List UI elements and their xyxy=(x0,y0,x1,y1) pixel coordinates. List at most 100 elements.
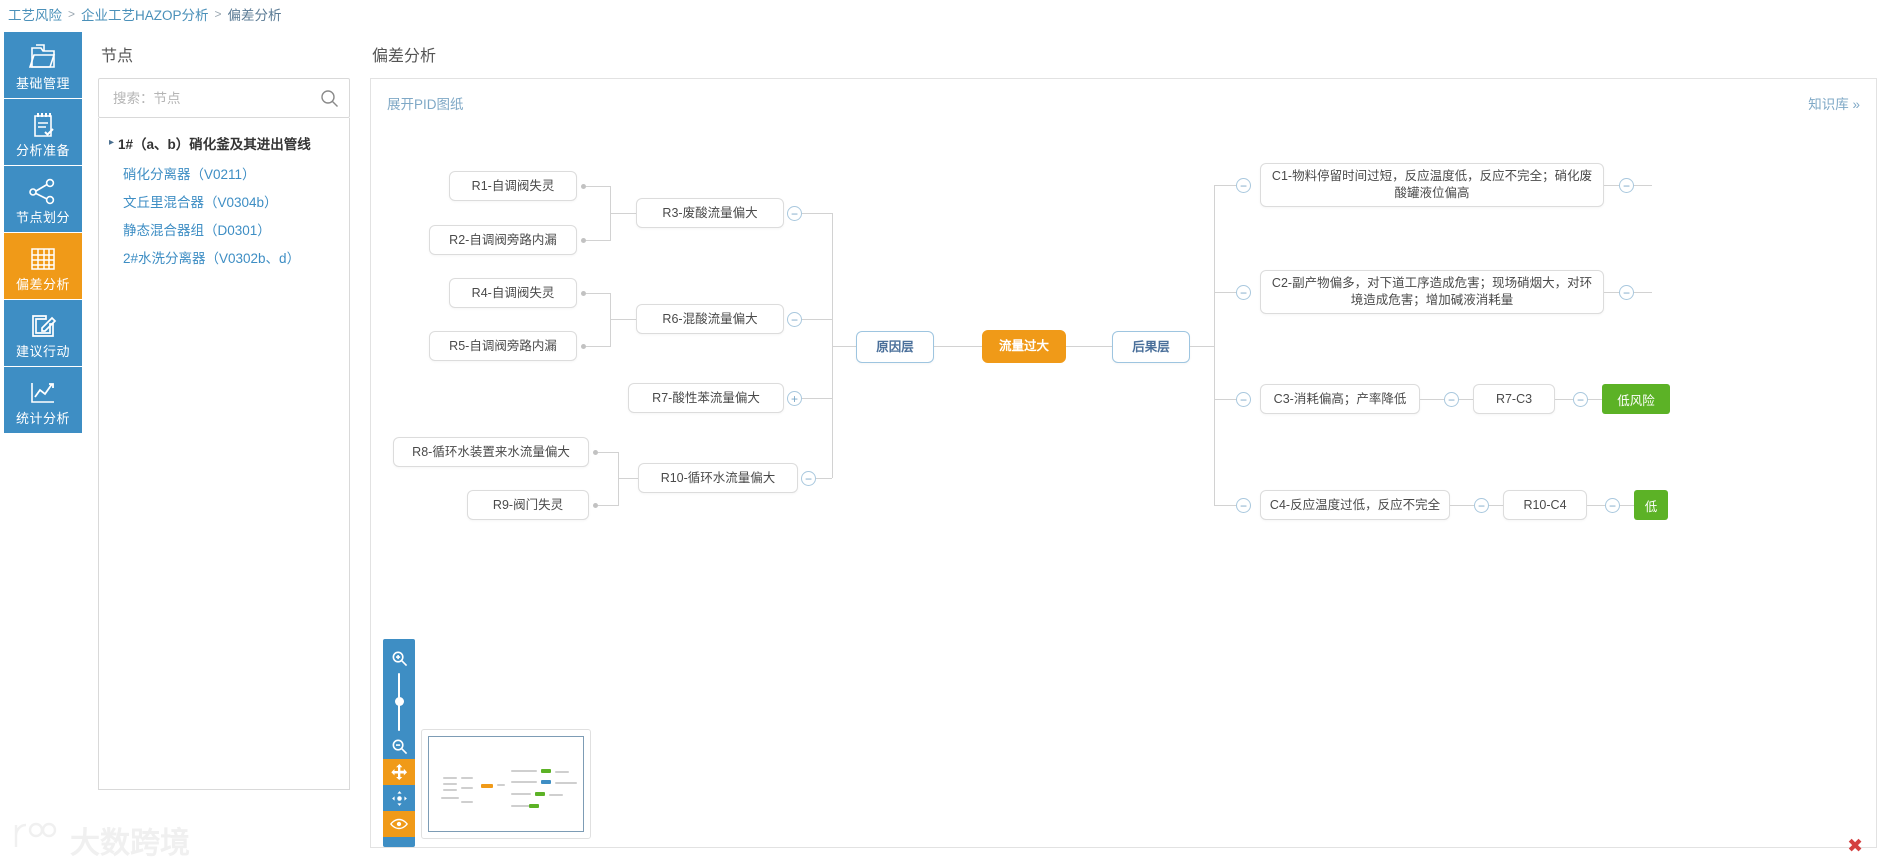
tree-item-1[interactable]: 文丘里混合器（V0304b） xyxy=(123,195,278,210)
diagram-node-cause-layer[interactable]: 原因层 xyxy=(856,331,934,363)
collapse-toggle-C4-measure[interactable]: − xyxy=(1474,498,1489,513)
sidebar-item-suggested-actions[interactable]: 建议行动 xyxy=(4,300,82,366)
node-panel: 节点 ▸ 1#（a、b）硝化釜及其进出管线 硝化分离器（V0211） 文丘里混合… xyxy=(86,28,362,868)
edge xyxy=(1214,399,1236,400)
minimap-node xyxy=(549,794,563,796)
tree-item-2[interactable]: 静态混合器组（D0301） xyxy=(123,223,271,238)
breadcrumb-item-2: 偏差分析 xyxy=(227,8,282,23)
edge xyxy=(1214,185,1215,505)
diagram-node-R3[interactable]: R3-废酸流量偏大 xyxy=(636,198,784,228)
collapse-toggle-R3[interactable]: − xyxy=(787,206,802,221)
sidebar-item-analysis-prep[interactable]: 分析准备 xyxy=(4,99,82,165)
risk-badge-C4[interactable]: 低 xyxy=(1634,490,1668,520)
diagram-node-R10-C4[interactable]: R10-C4 xyxy=(1503,490,1587,520)
move-icon[interactable] xyxy=(383,759,415,785)
breadcrumb-item-1[interactable]: 企业工艺HAZOP分析 xyxy=(81,8,209,23)
diagram-node-R5[interactable]: R5-自调阀旁路内漏 xyxy=(429,331,577,361)
sidebar-item-deviation-analysis[interactable]: 偏差分析 xyxy=(4,233,82,299)
diagram-node-R6[interactable]: R6-混酸流量偏大 xyxy=(636,304,784,334)
diagram-node-C1[interactable]: C1-物料停留时间过短，反应温度低，反应不完全；硝化废酸罐液位偏高 xyxy=(1260,163,1604,207)
eye-icon[interactable] xyxy=(383,811,415,837)
diagram-node-R10[interactable]: R10-循环水流量偏大 xyxy=(638,463,798,493)
diagram-node-C2[interactable]: C2-副产物偏多，对下道工序造成危害；现场硝烟大，对环境造成危害；增加碱液消耗量 xyxy=(1260,270,1604,314)
knowledge-base-link[interactable]: 知识库 » xyxy=(1808,97,1860,112)
edge xyxy=(1634,292,1652,293)
node-panel-title: 节点 xyxy=(101,48,134,65)
diagram-node-R1[interactable]: R1-自调阀失灵 xyxy=(449,171,577,201)
edge xyxy=(610,319,636,320)
fit-screen-icon[interactable] xyxy=(383,785,415,811)
minimap-node xyxy=(443,783,457,785)
pencil-square-icon xyxy=(29,309,57,343)
tree-item-3[interactable]: 2#水洗分离器（V0302b、d） xyxy=(123,251,301,266)
collapse-toggle-R6[interactable]: − xyxy=(787,312,802,327)
sidebar-item-node-division[interactable]: 节点划分 xyxy=(4,166,82,232)
canvas-toolbar: 展开PID图纸 知识库 » xyxy=(371,79,1876,113)
minimap-node xyxy=(555,771,569,773)
mindmap-canvas[interactable]: 展开PID图纸 知识库 » R1-自调阀失灵 R2-自调阀旁路内漏 R3-废酸流… xyxy=(370,78,1877,848)
sidebar-item-statistical-analysis[interactable]: 统计分析 xyxy=(4,367,82,433)
diagram-node-R2[interactable]: R2-自调阀旁路内漏 xyxy=(429,225,577,255)
minimap-viewport[interactable] xyxy=(428,736,584,832)
collapse-toggle-C3-risk[interactable]: − xyxy=(1573,392,1588,407)
minimap-risk-node xyxy=(541,769,551,773)
tree-root-item[interactable]: ▸ 1#（a、b）硝化釜及其进出管线 xyxy=(99,128,349,159)
zoom-slider[interactable] xyxy=(383,671,415,733)
collapse-toggle-C1-right[interactable]: − xyxy=(1619,178,1634,193)
diagram-node-R7[interactable]: R7-酸性苯流量偏大 xyxy=(628,383,784,413)
diagram-node-effect-layer[interactable]: 后果层 xyxy=(1112,331,1190,363)
diagram-node-R4[interactable]: R4-自调阀失灵 xyxy=(449,278,577,308)
diagram-node-C3[interactable]: C3-消耗偏高；产率降低 xyxy=(1260,384,1420,414)
minimap-node xyxy=(461,787,473,789)
collapse-toggle-C3-measure[interactable]: − xyxy=(1444,392,1459,407)
minimap[interactable] xyxy=(421,729,591,839)
connector-dot xyxy=(581,184,586,189)
edge xyxy=(1489,505,1503,506)
minimap-node xyxy=(511,793,531,795)
zoom-slider-thumb[interactable] xyxy=(394,697,404,706)
page-title: 偏差分析 xyxy=(372,48,437,65)
edge xyxy=(1214,292,1236,293)
diagram-node-R7-C3[interactable]: R7-C3 xyxy=(1473,384,1555,414)
diagram-node-R8[interactable]: R8-循环水装置来水流量偏大 xyxy=(393,437,589,467)
zoom-out-icon[interactable] xyxy=(383,733,415,759)
search-icon[interactable] xyxy=(320,89,339,108)
diagram-node-R9[interactable]: R9-阀门失灵 xyxy=(467,490,589,520)
edge xyxy=(1214,505,1236,506)
edge xyxy=(1587,505,1605,506)
line-chart-icon xyxy=(29,376,57,410)
zoom-in-icon[interactable] xyxy=(383,645,415,671)
deviation-analysis-panel: 偏差分析 展开PID图纸 知识库 » R1-自调阀失灵 R2-自调阀旁路内漏 R… xyxy=(362,28,1877,868)
search-input[interactable] xyxy=(113,90,320,106)
tree-root-label: 1#（a、b）硝化釜及其进出管线 xyxy=(118,137,311,152)
chevron-right-icon[interactable]: ▸ xyxy=(109,137,115,148)
connector-dot xyxy=(593,503,598,508)
collapse-toggle-C4-risk[interactable]: − xyxy=(1605,498,1620,513)
expand-pid-drawing-button[interactable]: 展开PID图纸 xyxy=(387,97,464,112)
connector-dot xyxy=(581,238,586,243)
sidebar-item-basic-management[interactable]: 基础管理 xyxy=(4,32,82,98)
collapse-toggle-C4[interactable]: − xyxy=(1236,498,1251,513)
collapse-toggle-C1[interactable]: − xyxy=(1236,178,1251,193)
diagram-node-C4[interactable]: C4-反应温度过低，反应不完全 xyxy=(1260,490,1450,520)
edge xyxy=(1604,185,1619,186)
edge xyxy=(586,293,610,294)
connector-dot xyxy=(581,291,586,296)
close-icon[interactable]: ✖ xyxy=(1847,836,1863,857)
minimap-node xyxy=(511,781,537,783)
risk-badge-C3[interactable]: 低风险 xyxy=(1602,384,1670,414)
clipboard-check-icon xyxy=(29,108,57,142)
collapse-toggle-R10[interactable]: − xyxy=(801,471,816,486)
collapse-toggle-C2-right[interactable]: − xyxy=(1619,285,1634,300)
breadcrumb-item-0[interactable]: 工艺风险 xyxy=(8,8,62,23)
node-search-box[interactable] xyxy=(98,78,350,118)
tree-item-0[interactable]: 硝化分离器（V0211） xyxy=(123,167,256,182)
edge xyxy=(618,478,638,479)
diagram-node-center[interactable]: 流量过大 xyxy=(982,330,1066,363)
collapse-toggle-R7[interactable]: + xyxy=(787,391,802,406)
edge xyxy=(832,346,856,347)
collapse-toggle-C2[interactable]: − xyxy=(1236,285,1251,300)
edge xyxy=(598,452,618,453)
collapse-toggle-C3[interactable]: − xyxy=(1236,392,1251,407)
connector-dot xyxy=(593,450,598,455)
